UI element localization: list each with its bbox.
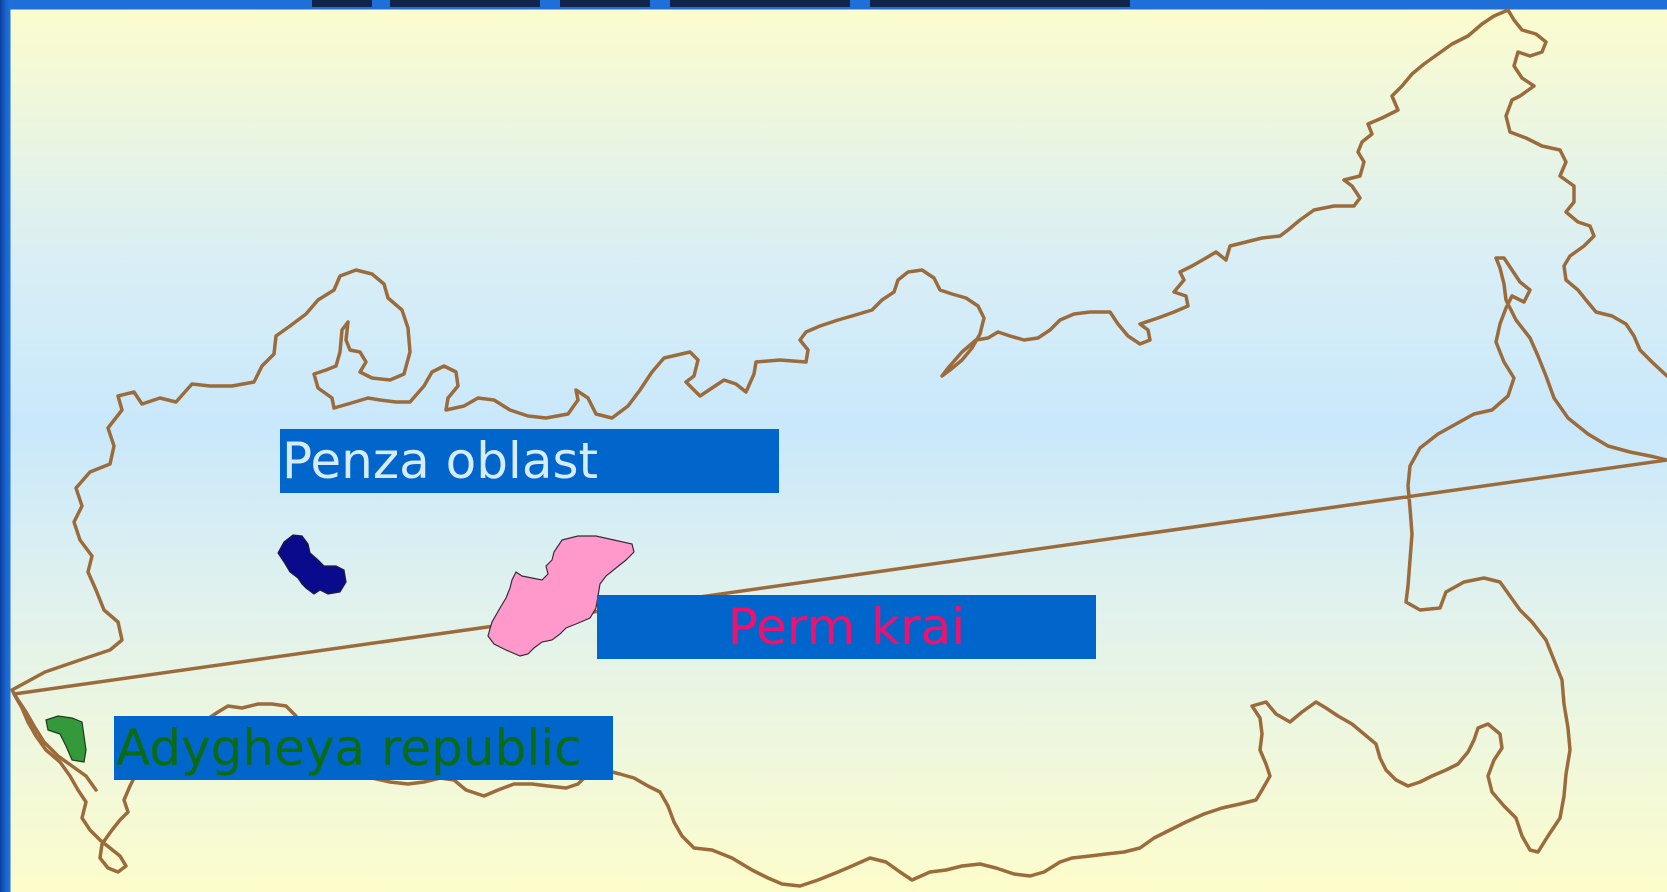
cropped-title-glyph — [870, 0, 1130, 7]
cropped-title-glyph — [312, 0, 372, 7]
cropped-title-strip — [0, 0, 1667, 9]
perm-krai-label: Perm krai — [597, 595, 1096, 659]
adygheya-republic-label: Adygheya republic — [114, 716, 613, 780]
cropped-title-glyph — [670, 0, 850, 7]
penza-oblast-label: Penza oblast — [280, 429, 779, 493]
russia-outline-sw — [10, 688, 98, 792]
penza-oblast-region — [277, 534, 347, 595]
cropped-title-glyph — [390, 0, 540, 7]
russia-outline — [10, 8, 1667, 888]
perm-krai-region — [487, 535, 635, 657]
adygheya-republic-region — [45, 715, 87, 763]
cropped-title-glyph — [560, 0, 650, 7]
